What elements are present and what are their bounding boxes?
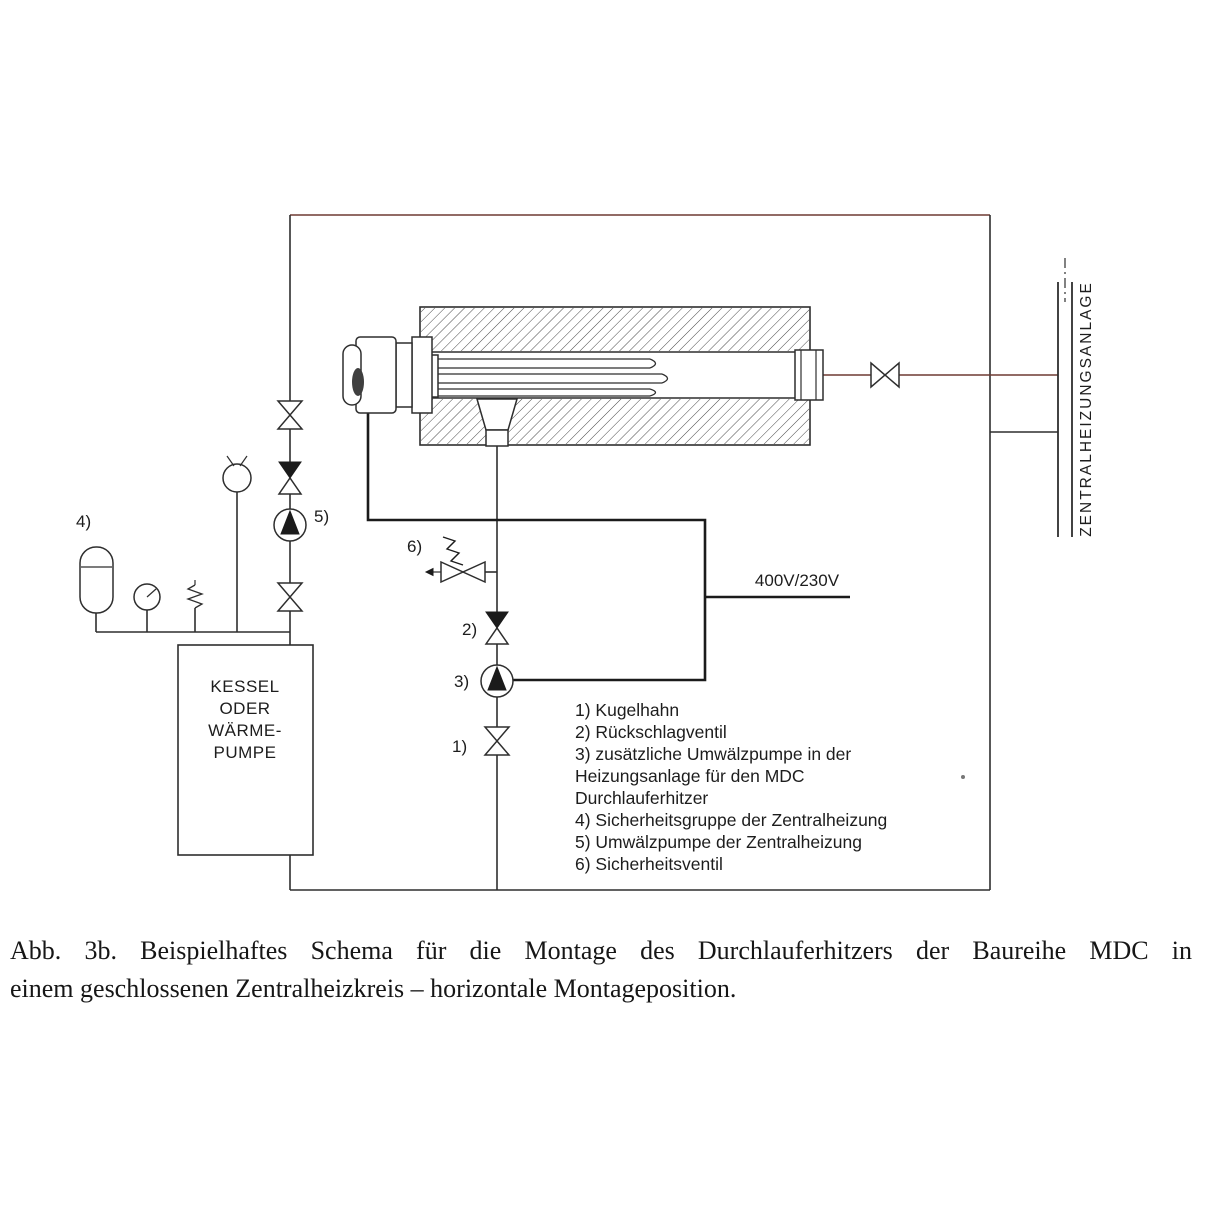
vent-funnel-line bbox=[226, 455, 235, 467]
safety-valve-6-symbol bbox=[424, 536, 486, 584]
kessel-outline bbox=[177, 644, 314, 856]
circulation-pump-5-symbol bbox=[273, 508, 307, 542]
circulation-pump-3-symbol bbox=[480, 664, 514, 698]
gauge-needle bbox=[146, 588, 157, 598]
legend-line: Durchlauferhitzer bbox=[575, 788, 708, 808]
expansion-vessel bbox=[79, 546, 114, 614]
heater-outlet-funnel bbox=[476, 398, 518, 447]
print-speck bbox=[961, 775, 965, 779]
kessel-box: KESSEL ODER WÄRME- PUMPE bbox=[177, 644, 314, 856]
air-vent-symbol bbox=[222, 455, 252, 632]
ball-valve-1-symbol bbox=[483, 726, 511, 756]
heater-right-fitting bbox=[794, 349, 824, 401]
component-number-labels: 4) 5) 6) 2) 3) 1) 400V/230V bbox=[76, 507, 840, 756]
caption-line-1: Abb. 3b. Beispielhaftes Schema für die M… bbox=[10, 936, 1192, 965]
voltage-label: 400V/230V bbox=[755, 571, 840, 590]
kessel-text: PUMPE bbox=[214, 743, 277, 762]
label-1: 1) bbox=[452, 737, 467, 756]
legend-line: 3) zusätzliche Umwälzpumpe in der bbox=[575, 744, 851, 764]
shutoff-valve-outlet-symbol bbox=[870, 361, 900, 389]
figure-caption: Abb. 3b. Beispielhaftes Schema für die M… bbox=[10, 932, 1192, 1008]
check-valve-2-symbol bbox=[484, 611, 510, 645]
blowoff-arrow bbox=[424, 567, 434, 577]
group-safety-valve-spring bbox=[186, 584, 204, 609]
kessel-text: KESSEL bbox=[210, 677, 279, 696]
flow-heater-assembly bbox=[342, 306, 824, 447]
label-2: 2) bbox=[462, 620, 477, 639]
head-cap-detail bbox=[352, 368, 364, 396]
power-cable bbox=[366, 412, 707, 682]
label-4: 4) bbox=[76, 512, 91, 531]
kessel-text: WÄRME- bbox=[208, 721, 282, 740]
heating-element-hairpins bbox=[436, 358, 669, 397]
legend-line: 2) Rückschlagventil bbox=[575, 722, 727, 742]
legend-line: 4) Sicherheitsgruppe der Zentralheizung bbox=[575, 810, 887, 830]
legend-line: 6) Sicherheitsventil bbox=[575, 854, 723, 874]
check-valve-left-symbol bbox=[277, 461, 303, 495]
ball-valve-left-bottom-symbol bbox=[276, 582, 304, 612]
legend: 1) Kugelhahn 2) Rückschlagventil 3) zusä… bbox=[575, 700, 887, 874]
legend-line: 1) Kugelhahn bbox=[575, 700, 679, 720]
heater-connection-head bbox=[342, 336, 433, 414]
central-heating-wall: ZENTRALHEIZUNGSANLAGE bbox=[1057, 258, 1095, 537]
heater-insulation-top-hatch bbox=[421, 308, 809, 351]
legend-line: 5) Umwälzpumpe der Zentralheizung bbox=[575, 832, 862, 852]
vent-funnel-line bbox=[239, 455, 248, 467]
caption-line-2: einem geschlossenen Zentralheizkreis – h… bbox=[10, 974, 737, 1003]
installation-diagram: ZENTRALHEIZUNGSANLAGE bbox=[76, 214, 1095, 891]
label-5: 5) bbox=[314, 507, 329, 526]
legend-line: Heizungsanlage für den MDC bbox=[575, 766, 805, 786]
ball-valve-left-top-symbol bbox=[276, 400, 304, 430]
label-3: 3) bbox=[454, 672, 469, 691]
kessel-text: ODER bbox=[219, 699, 270, 718]
label-6: 6) bbox=[407, 537, 422, 556]
electrical-lines bbox=[366, 412, 850, 682]
wall-label: ZENTRALHEIZUNGSANLAGE bbox=[1078, 281, 1095, 537]
safety-group bbox=[79, 546, 204, 632]
safety-valve-spring bbox=[442, 536, 464, 566]
